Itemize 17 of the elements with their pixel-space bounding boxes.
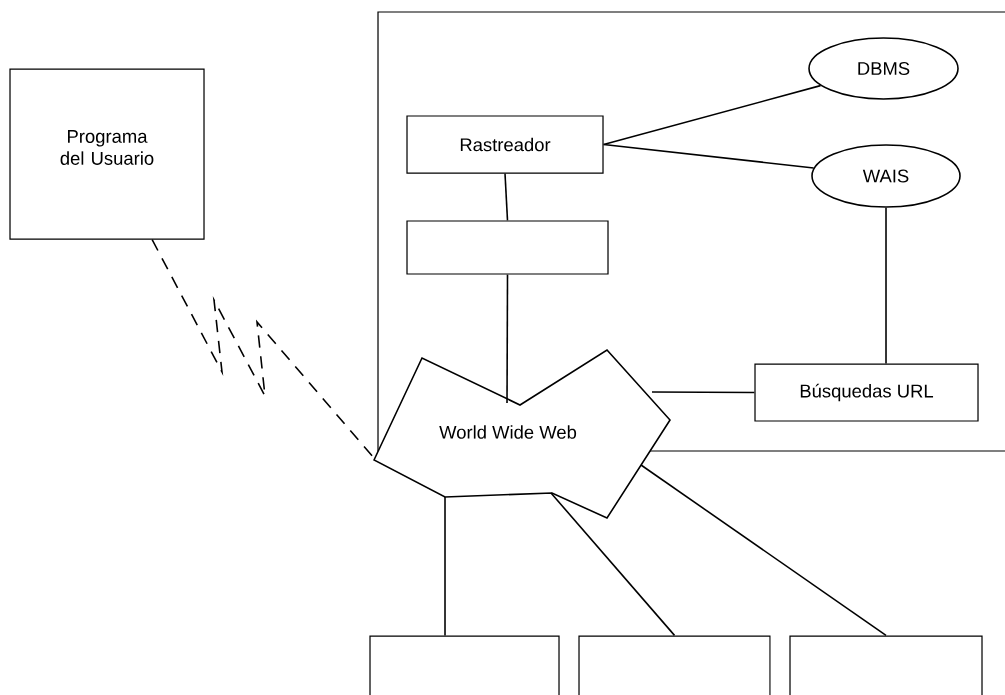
- connector-line: [640, 464, 887, 637]
- connector-line: [602, 84, 822, 146]
- engine-box: [789, 635, 983, 695]
- connector-line: [885, 207, 887, 365]
- process-box: [406, 220, 609, 275]
- program-box: Programa del Usuario: [9, 68, 205, 240]
- connector-line: [506, 273, 509, 404]
- engine-box: [369, 635, 560, 695]
- connector-line: [550, 492, 676, 637]
- process-box: Búsquedas URL: [754, 363, 979, 422]
- connector-line: [444, 496, 446, 637]
- connector-line: [504, 172, 509, 222]
- connector-line: [602, 143, 815, 169]
- connector-line: [151, 238, 375, 459]
- process-box: Rastreador: [406, 115, 604, 174]
- connector-line: [651, 391, 756, 394]
- engine-box: [578, 635, 771, 695]
